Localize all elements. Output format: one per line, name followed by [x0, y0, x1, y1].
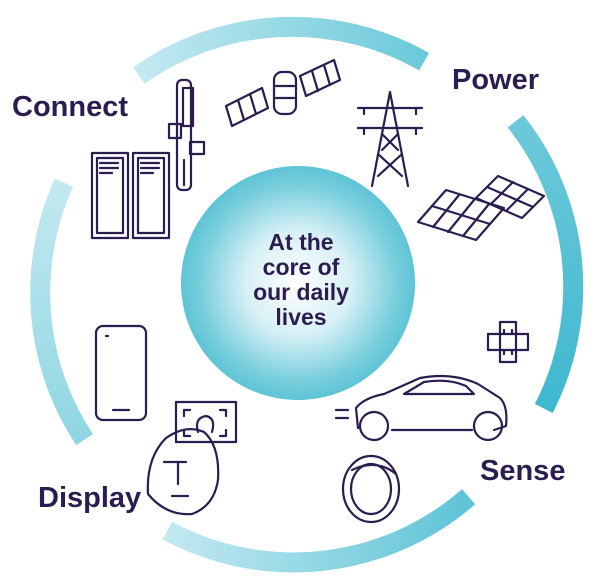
segment-label-sense: Sense: [480, 455, 566, 487]
pylon-icon: [356, 90, 424, 188]
core-caption-line: our daily: [253, 279, 349, 305]
ring-segment-right: [507, 115, 584, 413]
segment-label-connect: Connect: [12, 91, 128, 123]
solar-panel-icon: [416, 174, 546, 242]
segment-label-display: Display: [38, 482, 142, 514]
segment-label-power: Power: [452, 64, 540, 96]
smart-ring-icon: [341, 454, 401, 524]
ring-segment-left: [30, 178, 93, 446]
ring-segment-bottom: [162, 489, 476, 573]
chip-icon: [486, 320, 530, 364]
core-caption-line: lives: [275, 304, 327, 330]
server-rack-icon: [90, 151, 171, 240]
car-icon: [334, 374, 508, 442]
smartphone-icon: [94, 324, 148, 422]
ring-segment-top: [133, 16, 430, 84]
satellite-icon: [224, 58, 342, 128]
core-caption-line: core of: [262, 254, 340, 280]
core-inner-circle: [202, 187, 394, 379]
face-scan-icon: [146, 400, 238, 516]
mobile-mast-icon: [167, 78, 206, 192]
core-caption-line: At the: [268, 229, 334, 255]
core-caption: At the core of our daily lives: [226, 230, 376, 330]
